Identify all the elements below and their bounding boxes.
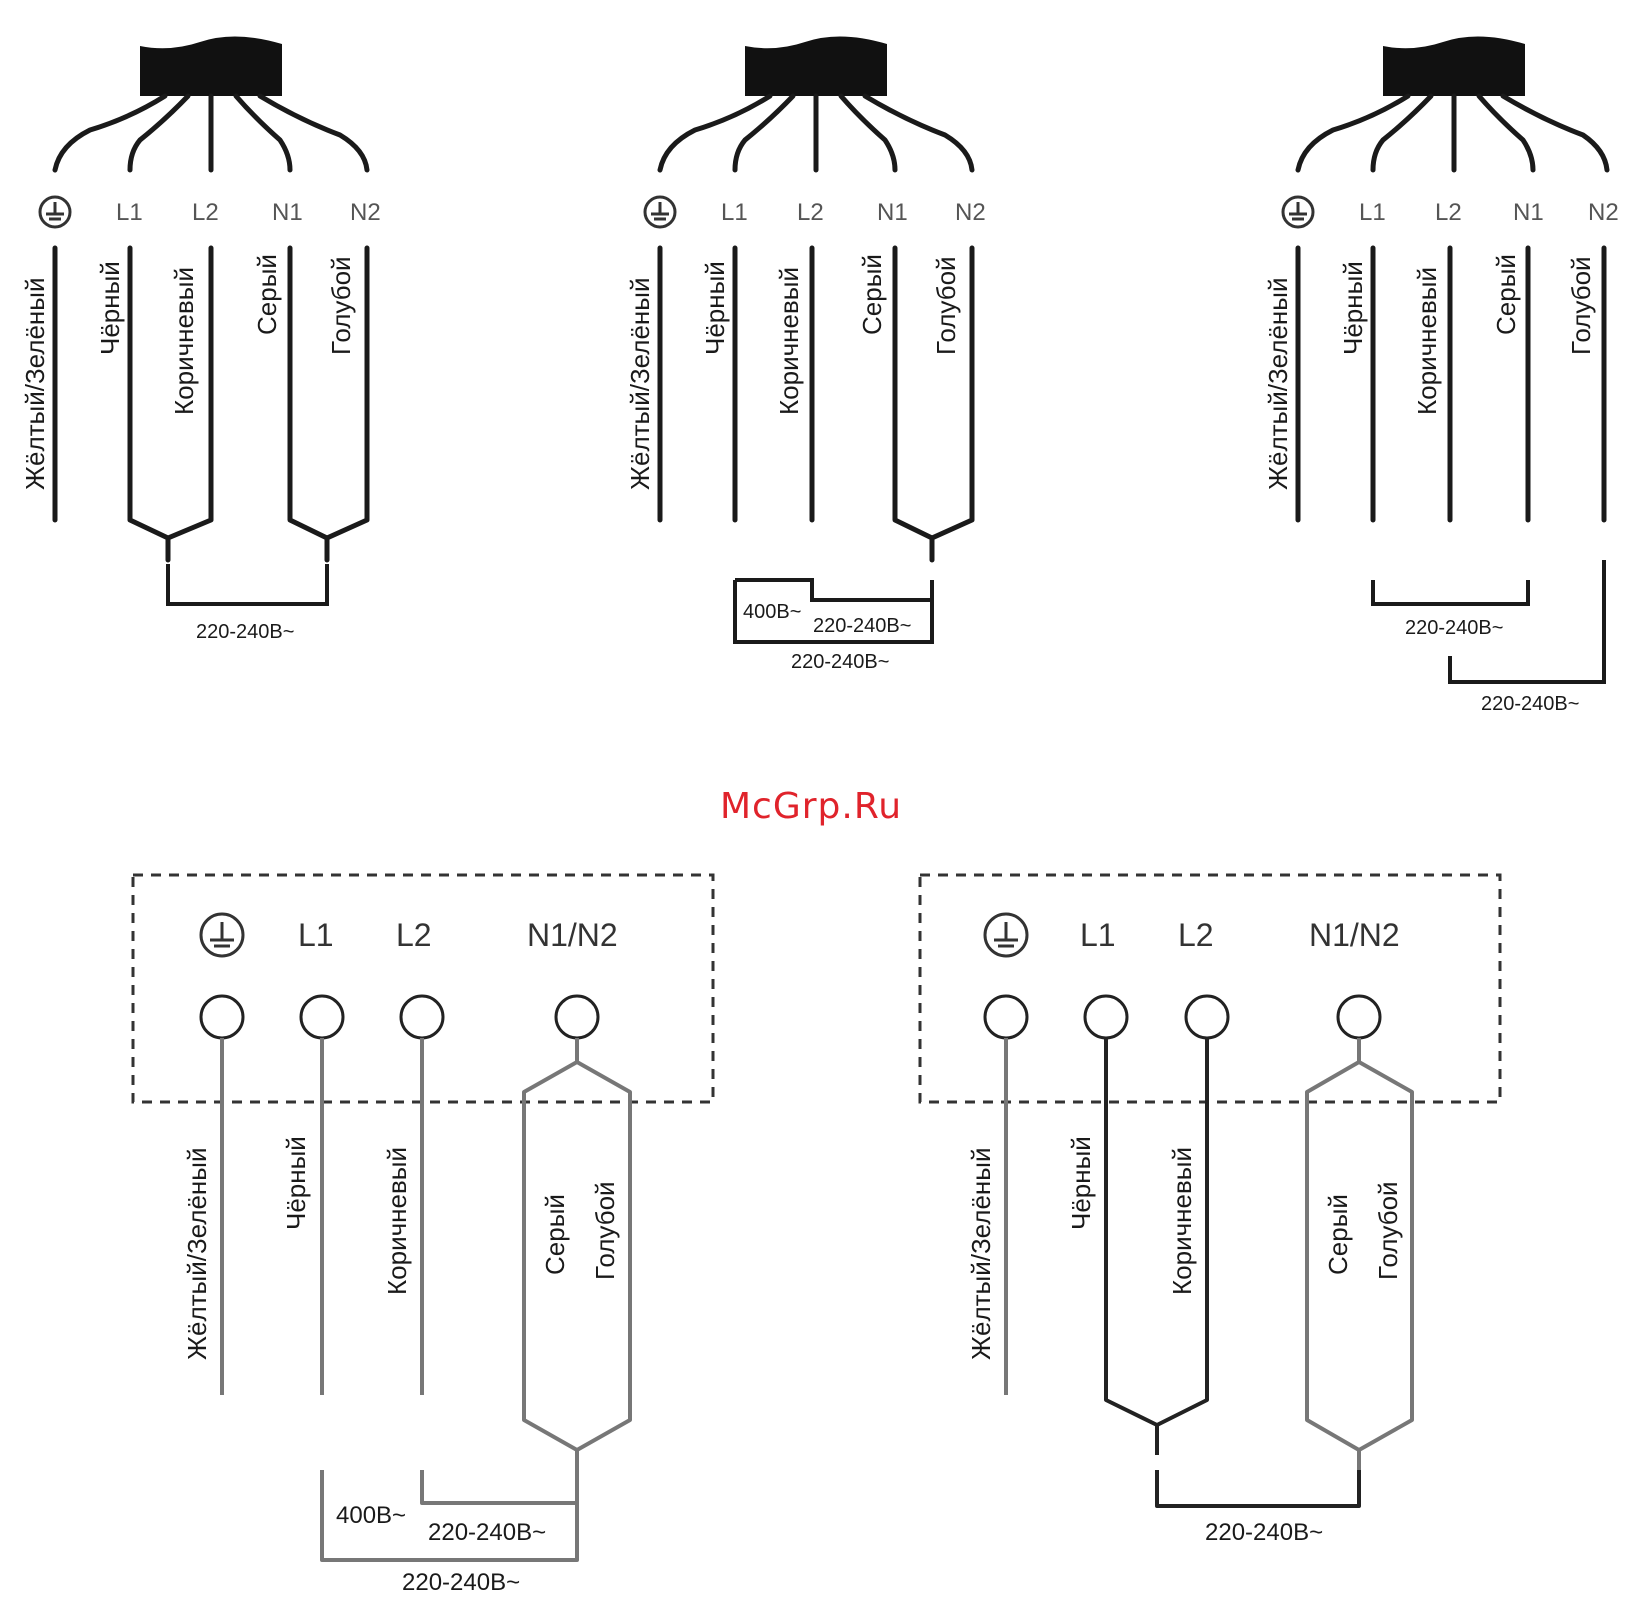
terminal-circle-icon (199, 994, 245, 1040)
wire-color-label: Коричневый (1412, 267, 1442, 415)
terminal-label: L2 (1435, 199, 1462, 226)
terminal-circle-icon (1184, 994, 1230, 1040)
top-diagram-2: L1 L2 N1 N2 Жёлтый/Зелёный Чёрный Коричн… (625, 36, 986, 673)
wire-color-label: Жёлтый/Зелёный (966, 1148, 996, 1360)
voltage-label: 220-240В~ (813, 615, 911, 637)
wire-color-label: Голубой (326, 256, 356, 355)
terminal-label: N1/N2 (1309, 917, 1400, 953)
terminal-label: N1/N2 (527, 917, 618, 953)
terminal-label: L1 (1080, 917, 1116, 953)
ground-symbol-icon (199, 912, 245, 958)
connector-block-icon (1383, 36, 1525, 96)
terminal-label: N1 (272, 199, 303, 226)
ground-symbol-icon (1281, 195, 1315, 229)
wire-color-label: Коричневый (169, 267, 199, 415)
wire-color-label: Коричневый (1167, 1147, 1197, 1295)
terminal-label: N2 (1588, 199, 1619, 226)
wire-color-label: Жёлтый/Зелёный (625, 278, 655, 490)
terminal-label: L2 (192, 199, 219, 226)
voltage-label: 220-240В~ (1205, 1519, 1323, 1546)
voltage-label: 220-240В~ (428, 1519, 546, 1546)
connector-block-icon (745, 36, 887, 96)
terminal-label: L2 (797, 199, 824, 226)
wire-color-label: Серый (252, 254, 282, 335)
terminal-circle-icon (1083, 994, 1129, 1040)
top-diagram-1: L1 L2 N1 N2 Жёлтый/Зелёный Чёрный Коричн… (20, 36, 381, 643)
terminal-label: L1 (116, 199, 143, 226)
wire-color-label: Жёлтый/Зелёный (182, 1148, 212, 1360)
terminal-label: N1 (877, 199, 908, 226)
terminal-label: N2 (955, 199, 986, 226)
wire-color-label: Жёлтый/Зелёный (20, 278, 50, 490)
terminal-label: N2 (350, 199, 381, 226)
terminal-circle-icon (554, 994, 600, 1040)
wire-color-label: Голубой (1373, 1181, 1403, 1280)
wire-color-label: Чёрный (281, 1136, 311, 1230)
voltage-label: 220-240В~ (196, 621, 294, 643)
wire-color-label: Чёрный (1066, 1136, 1096, 1230)
terminal-label: L1 (298, 917, 334, 953)
terminal-circle-icon (299, 994, 345, 1040)
terminal-box (131, 873, 715, 1104)
wire-color-label: Коричневый (774, 267, 804, 415)
wire-color-label: Серый (1491, 254, 1521, 335)
ground-symbol-icon (643, 195, 677, 229)
terminal-circle-icon (983, 994, 1029, 1040)
wire-color-label: Серый (857, 254, 887, 335)
voltage-label: 220-240В~ (791, 651, 889, 673)
voltage-label: 400В~ (336, 1502, 406, 1529)
top-diagram-3: L1 L2 N1 N2 Жёлтый/Зелёный Чёрный Коричн… (1263, 36, 1619, 715)
terminal-label: L2 (396, 917, 432, 953)
terminal-circle-icon (399, 994, 445, 1040)
ground-symbol-icon (38, 195, 72, 229)
wire-color-label: Чёрный (1338, 261, 1368, 355)
voltage-label: 220-240В~ (1481, 693, 1579, 715)
wire-color-label: Серый (540, 1194, 570, 1275)
terminal-label: N1 (1513, 199, 1544, 226)
wire-color-label: Серый (1323, 1194, 1353, 1275)
wire-color-label: Голубой (590, 1181, 620, 1280)
terminal-circle-icon (1336, 994, 1382, 1040)
terminal-label: L1 (1359, 199, 1386, 226)
wire-color-label: Чёрный (700, 261, 730, 355)
wire-color-label: Голубой (931, 256, 961, 355)
voltage-label: 220-240В~ (402, 1569, 520, 1596)
wire-color-label: Чёрный (95, 261, 125, 355)
ground-symbol-icon (983, 912, 1029, 958)
connector-block-icon (140, 36, 282, 96)
terminal-label: L2 (1178, 917, 1214, 953)
terminal-box (918, 873, 1502, 1104)
voltage-label: 220-240В~ (1405, 617, 1503, 639)
wire-color-label: Жёлтый/Зелёный (1263, 278, 1293, 490)
voltage-label: 400В~ (743, 601, 801, 623)
wire-color-label: Голубой (1566, 256, 1596, 355)
wire-color-label: Коричневый (382, 1147, 412, 1295)
terminal-label: L1 (721, 199, 748, 226)
watermark: McGrp.Ru (720, 786, 902, 827)
bottom-diagram-right: L1 L2 N1/N2 Жёлтый/Зелёный Чёрный Коричн… (918, 873, 1502, 1546)
bottom-diagram-left: L1 L2 N1/N2 Жёлтый/Зелёный Чёрный Коричн… (131, 873, 715, 1596)
